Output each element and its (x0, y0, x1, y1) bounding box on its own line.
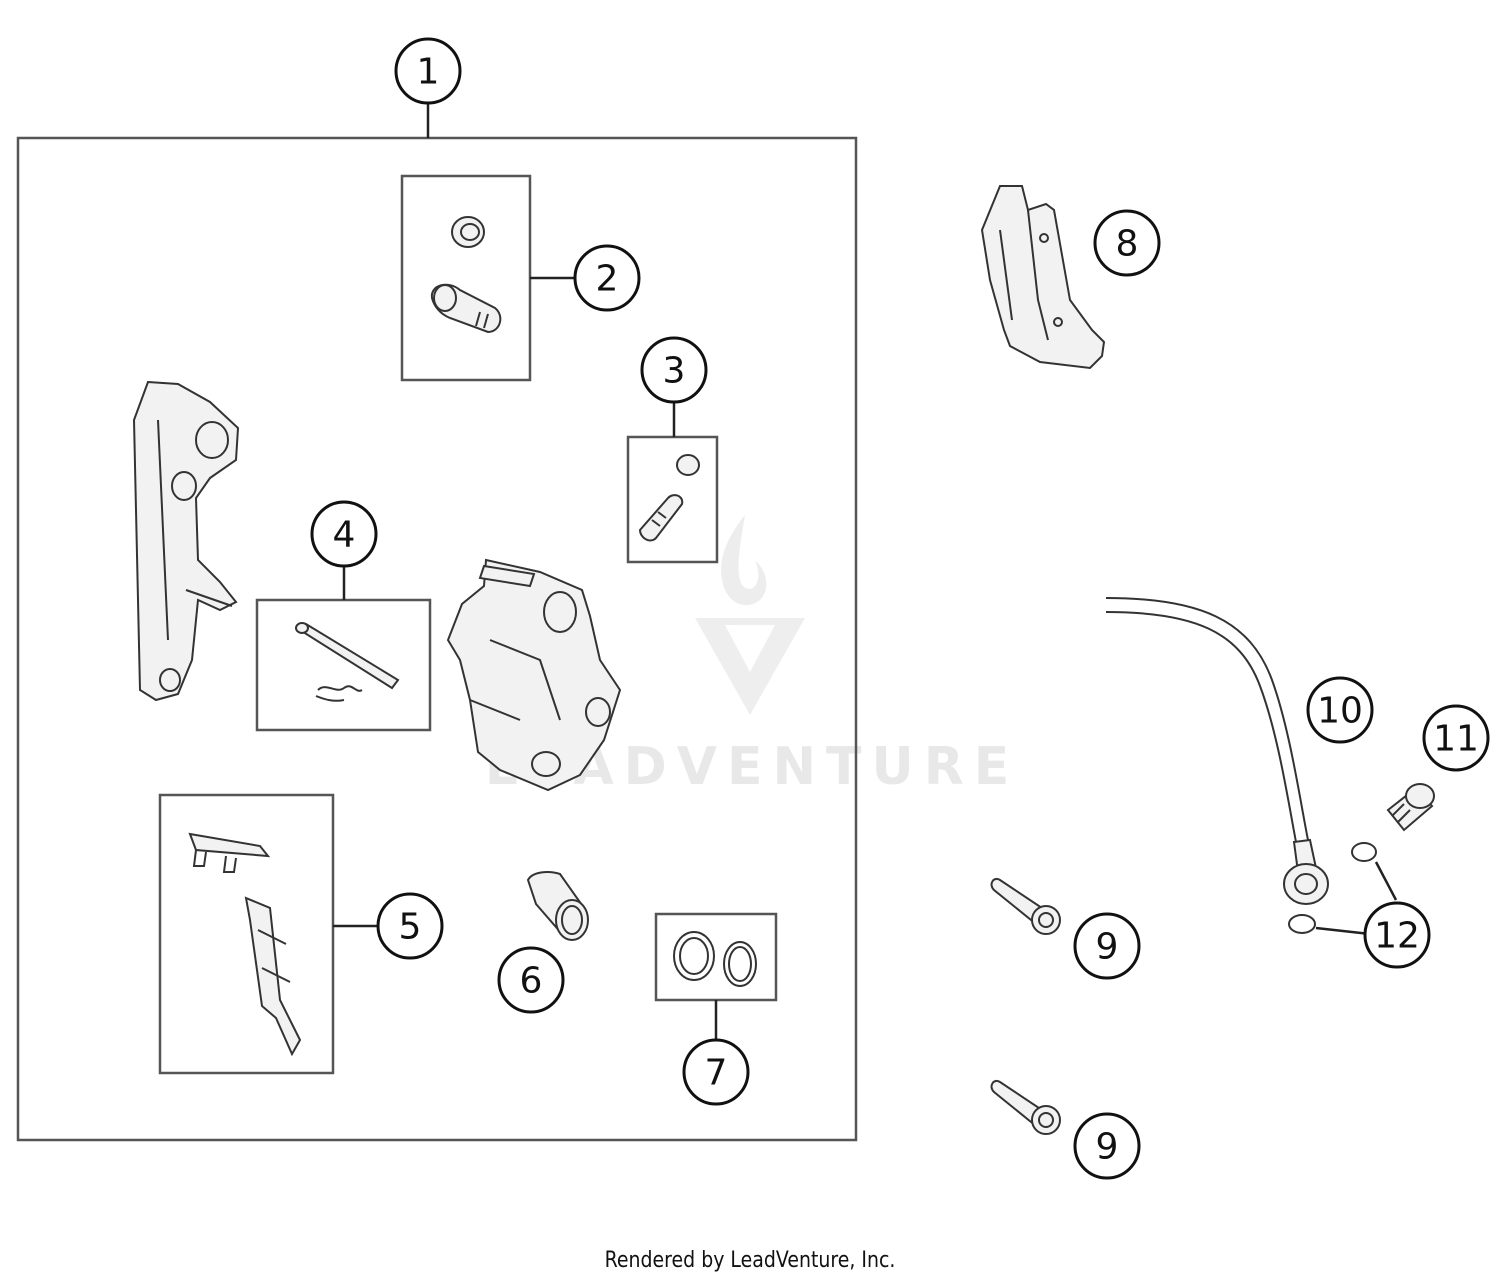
piston-part (526, 871, 589, 941)
callout-10-label: 10 (1317, 691, 1363, 732)
pin-and-spring-part (295, 622, 400, 702)
callout-6-label: 6 (520, 961, 543, 1002)
callout-2-label: 2 (596, 259, 619, 300)
callout-11: 11 (1422, 704, 1490, 772)
screw-lower-part (990, 1080, 1061, 1135)
brake-caliper-part (446, 558, 622, 792)
callout-3: 3 (640, 336, 708, 404)
brake-line-part (1105, 597, 1329, 905)
callout-1-label: 1 (417, 52, 440, 93)
callout-5: 5 (376, 892, 444, 960)
kit-box-4 (255, 598, 432, 732)
callout-9-lower-label: 9 (1096, 1127, 1119, 1168)
callout-9-lower: 9 (1073, 1112, 1141, 1180)
seal-rings-part (673, 931, 757, 987)
callout-12-label: 12 (1374, 916, 1420, 957)
kit-box-1 (16, 136, 858, 1142)
callout-9-upper: 9 (1073, 912, 1141, 980)
kit-box-3 (626, 435, 719, 564)
kit-box-5 (158, 793, 335, 1075)
kit-box-2 (400, 174, 532, 382)
callout-2: 2 (573, 244, 641, 312)
callout-12: 12 (1363, 901, 1431, 969)
bleeder-screw-part (638, 454, 700, 542)
callout-9-upper-label: 9 (1096, 927, 1119, 968)
callout-4-label: 4 (333, 515, 356, 556)
callout-3-label: 3 (663, 351, 686, 392)
callout-8: 8 (1093, 209, 1161, 277)
callout-4: 4 (310, 500, 378, 568)
callout-11-label: 11 (1433, 719, 1479, 760)
pad-spring-clips-part (188, 832, 302, 1057)
caliper-bracket-part (132, 380, 240, 702)
callout-7-label: 7 (705, 1053, 728, 1094)
screw-upper-part (990, 878, 1061, 935)
callout-7: 7 (682, 1038, 750, 1106)
callout-6: 6 (497, 946, 565, 1014)
sealing-washers-part (1288, 842, 1398, 936)
footer-credit: Rendered by LeadVenture, Inc. (604, 1248, 896, 1273)
callout-10: 10 (1306, 676, 1374, 744)
callout-5-label: 5 (399, 907, 422, 948)
bleeder-valve-part (430, 216, 502, 334)
banjo-bolt-part (1386, 783, 1435, 832)
callout-8-label: 8 (1116, 224, 1139, 265)
brake-pads-part (980, 185, 1106, 370)
callout-1: 1 (394, 37, 462, 105)
